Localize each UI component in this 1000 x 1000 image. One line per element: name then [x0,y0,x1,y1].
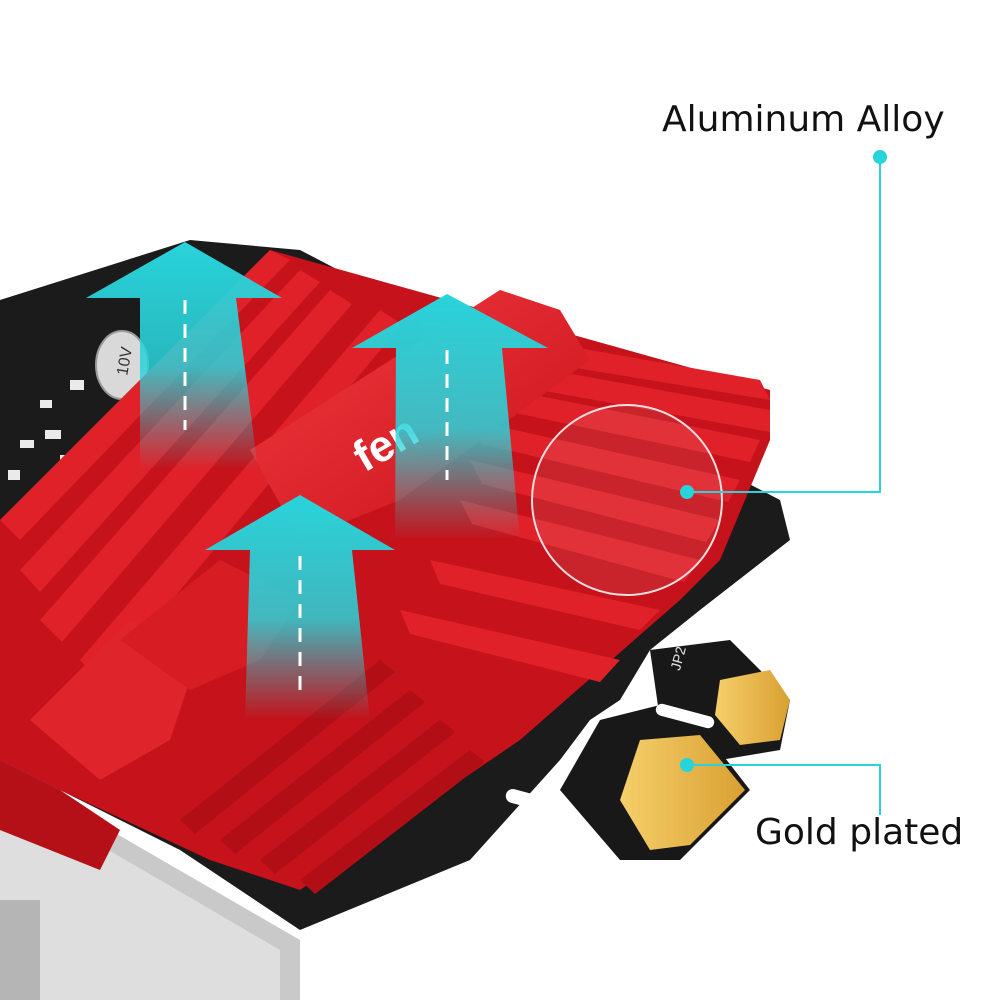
callout-dot-icon [680,485,694,499]
aluminum-alloy-label: Aluminum Alloy [662,99,945,140]
callout-dot-icon [873,150,887,164]
callout-lines [687,157,881,815]
airflow-arrow-icon [205,495,395,720]
fin-detail-circle [531,404,723,596]
airflow-arrow-icon [86,242,282,470]
gold-fingers-lower [620,735,745,850]
silk-jp2: JP2 [667,644,689,672]
gold-plated-label: Gold plated [755,812,964,853]
gold-fingers-upper [715,670,790,745]
capacitor-label: 10V [114,345,136,376]
airflow-arrow-icon [352,294,548,540]
callout-dot-icon [680,758,694,772]
